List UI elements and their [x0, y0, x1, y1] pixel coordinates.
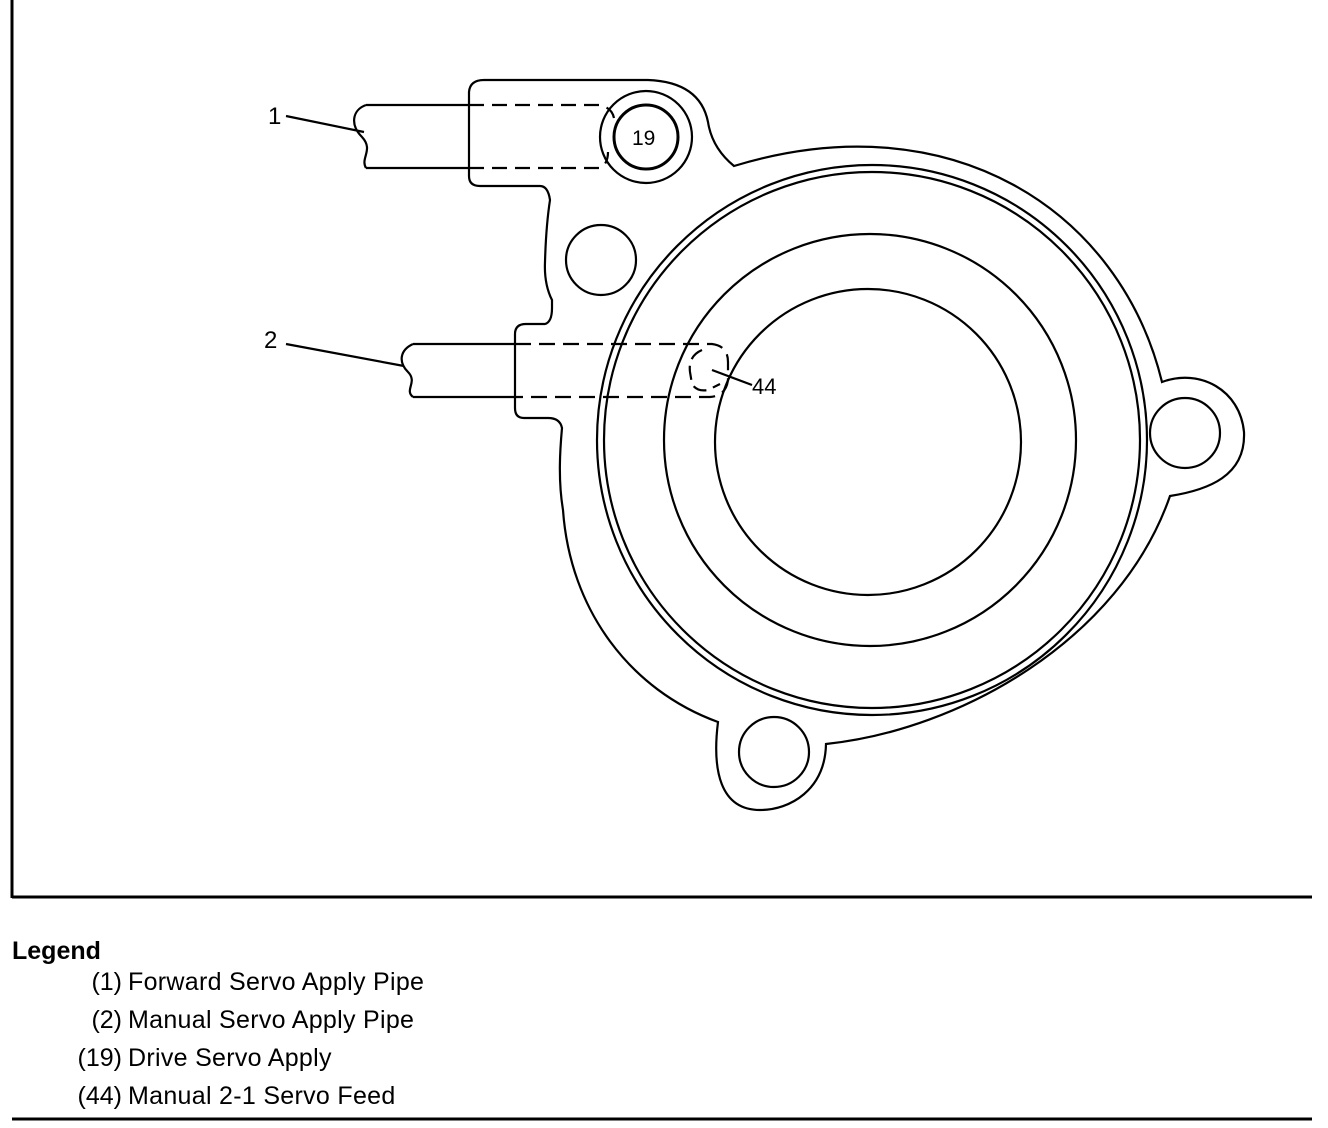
legend-number: (19) [77, 1044, 122, 1072]
legend-item: (1) Forward Servo Apply Pipe [12, 966, 1312, 1004]
bore-outer-ring-inner [602, 170, 1142, 710]
leader-44 [711, 368, 753, 387]
legend-bottom-rule [12, 1117, 1312, 1121]
callout-44: 44 [752, 374, 776, 399]
legend-item: (2) Manual Servo Apply Pipe [12, 1004, 1312, 1042]
legend-item: (44) Manual 2-1 Servo Feed [12, 1080, 1312, 1118]
port-19-inner [612, 103, 680, 171]
forward-servo-apply-pipe [353, 103, 616, 170]
bore-outer-ring [595, 163, 1149, 717]
mounting-hole-bottom [737, 715, 811, 789]
callout-1: 1 [268, 103, 281, 130]
piston-bore [713, 287, 1023, 597]
mounting-hole-left [564, 223, 638, 297]
legend-description: Manual Servo Apply Pipe [128, 1006, 415, 1034]
callout-19: 19 [632, 127, 655, 150]
legend-list: (1) Forward Servo Apply Pipe (2) Manual … [12, 966, 1312, 1118]
port-44 [688, 348, 721, 392]
mounting-hole-right [1148, 396, 1222, 470]
manual-servo-apply-pipe [400, 342, 730, 399]
leader-1 [285, 114, 365, 134]
legend-description: Manual 2-1 Servo Feed [128, 1082, 396, 1110]
port-19-outer [598, 89, 694, 185]
legend-number: (44) [77, 1082, 122, 1110]
legend-description: Drive Servo Apply [128, 1044, 332, 1072]
legend-title: Legend [12, 937, 101, 965]
legend-number: (1) [91, 968, 122, 996]
callout-2: 2 [264, 327, 277, 354]
legend: Legend (1) Forward Servo Apply Pipe (2) … [12, 936, 1312, 1118]
legend-item: (19) Drive Servo Apply [12, 1042, 1312, 1080]
legend-description: Forward Servo Apply Pipe [128, 968, 425, 996]
leader-2 [285, 342, 405, 368]
servo-cover-diagram: 1 2 19 44 [10, 0, 1312, 899]
legend-number: (2) [91, 1006, 122, 1034]
piston-ring [662, 232, 1078, 648]
housing-outline [467, 78, 1246, 812]
